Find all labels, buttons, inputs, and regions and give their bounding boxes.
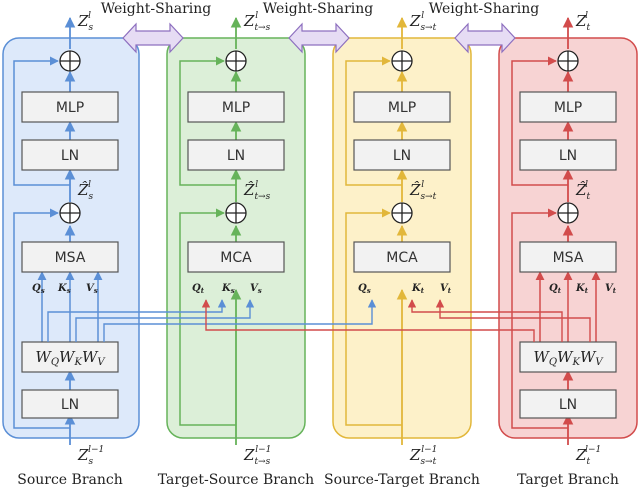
target-ln-top-label: LN	[559, 148, 577, 164]
target-k-label: Kt	[575, 283, 589, 295]
source-branch: MLP LN MSA WQWKWV LN Qs Ks Vs Zsl Ẑsl Zs…	[13, 11, 119, 467]
ts-q-label: Qt	[192, 283, 205, 295]
target-z-hat: Ẑtl	[575, 180, 590, 202]
target-cross-connections	[201, 299, 591, 342]
ts-k-label: Ks	[221, 283, 235, 295]
weight-sharing-arrow-1: Weight-Sharing	[101, 1, 211, 54]
source-ln-top-label: LN	[61, 148, 79, 164]
st-ln-block	[353, 139, 451, 171]
source-branch-label: Source Branch	[17, 472, 123, 488]
source-branch-panel	[2, 37, 140, 439]
st-mca-label: MCA	[386, 250, 418, 266]
st-z-in: Zs→tl−1	[409, 445, 437, 467]
target-z-out: Ztl	[575, 11, 590, 33]
target-ln-bottom-block	[519, 389, 617, 419]
source-ln-bottom-label: LN	[61, 397, 79, 413]
target-mlp-label: MLP	[554, 100, 582, 116]
target-ln-top-block	[519, 139, 617, 171]
weight-sharing-label-2: Weight-Sharing	[263, 1, 373, 17]
source-ln-top-block	[21, 139, 119, 171]
target-wqkv-label: WQWKWV	[533, 348, 604, 368]
ts-ln-block	[187, 139, 285, 171]
ts-z-in: Zt→sl−1	[243, 445, 271, 467]
weight-sharing-label-1: Weight-Sharing	[101, 1, 211, 17]
st-mca-block	[353, 241, 451, 273]
source-ln-bottom-block	[21, 389, 119, 419]
target-mlp-block	[519, 91, 617, 123]
target-msa-block	[519, 241, 617, 273]
st-ln-label: LN	[393, 148, 411, 164]
target-z-in: Ztl−1	[575, 445, 601, 467]
st-mlp-block	[353, 91, 451, 123]
source-msa-block	[21, 241, 119, 273]
source-mlp-label: MLP	[56, 100, 84, 116]
weight-sharing-label-3: Weight-Sharing	[429, 1, 539, 17]
st-branch-label: Source-Target Branch	[324, 472, 480, 488]
source-z-hat: Ẑsl	[77, 180, 93, 202]
target-v-label: Vt	[605, 283, 617, 295]
target-ln-bottom-label: LN	[559, 397, 577, 413]
weight-sharing-arrow-3: Weight-Sharing	[429, 1, 539, 54]
st-k-label: Kt	[411, 283, 425, 295]
st-v-label: Vt	[440, 283, 452, 295]
source-k-label: Ks	[57, 283, 71, 295]
ts-ln-label: LN	[227, 148, 245, 164]
target-branch: MLP LN MSA WQWKWV LN Qt Kt Vt Ztl Ẑtl Zt…	[511, 11, 617, 467]
source-z-in: Zsl−1	[77, 445, 104, 467]
source-msa-label: MSA	[55, 250, 86, 266]
source-cross-connections	[47, 299, 377, 342]
source-mlp-block	[21, 91, 119, 123]
st-q-label: Qs	[358, 283, 371, 295]
ts-v-label: Vs	[250, 283, 262, 295]
weight-sharing-arrow-2: Weight-Sharing	[263, 1, 373, 54]
source-wqkv-label: WQWKWV	[35, 348, 106, 368]
ts-mca-block	[187, 241, 285, 273]
target-msa-label: MSA	[553, 250, 584, 266]
target-q-label: Qt	[549, 283, 562, 295]
st-branch: MLP LN MCA Qs Kt Vt Zs→tl Ẑs→tl Zs→tl−1	[345, 11, 452, 467]
ts-mlp-block	[187, 91, 285, 123]
ts-mca-label: MCA	[220, 250, 252, 266]
target-wqkv-block	[519, 341, 617, 373]
ts-mlp-label: MLP	[222, 100, 250, 116]
source-q-label: Qs	[32, 283, 45, 295]
source-v-label: Vs	[86, 283, 98, 295]
source-z-out: Zsl	[77, 11, 93, 33]
source-wqkv-block	[21, 341, 119, 373]
st-mlp-label: MLP	[388, 100, 416, 116]
ts-branch-label: Target-Source Branch	[158, 472, 314, 488]
target-branch-label: Target Branch	[517, 472, 619, 488]
